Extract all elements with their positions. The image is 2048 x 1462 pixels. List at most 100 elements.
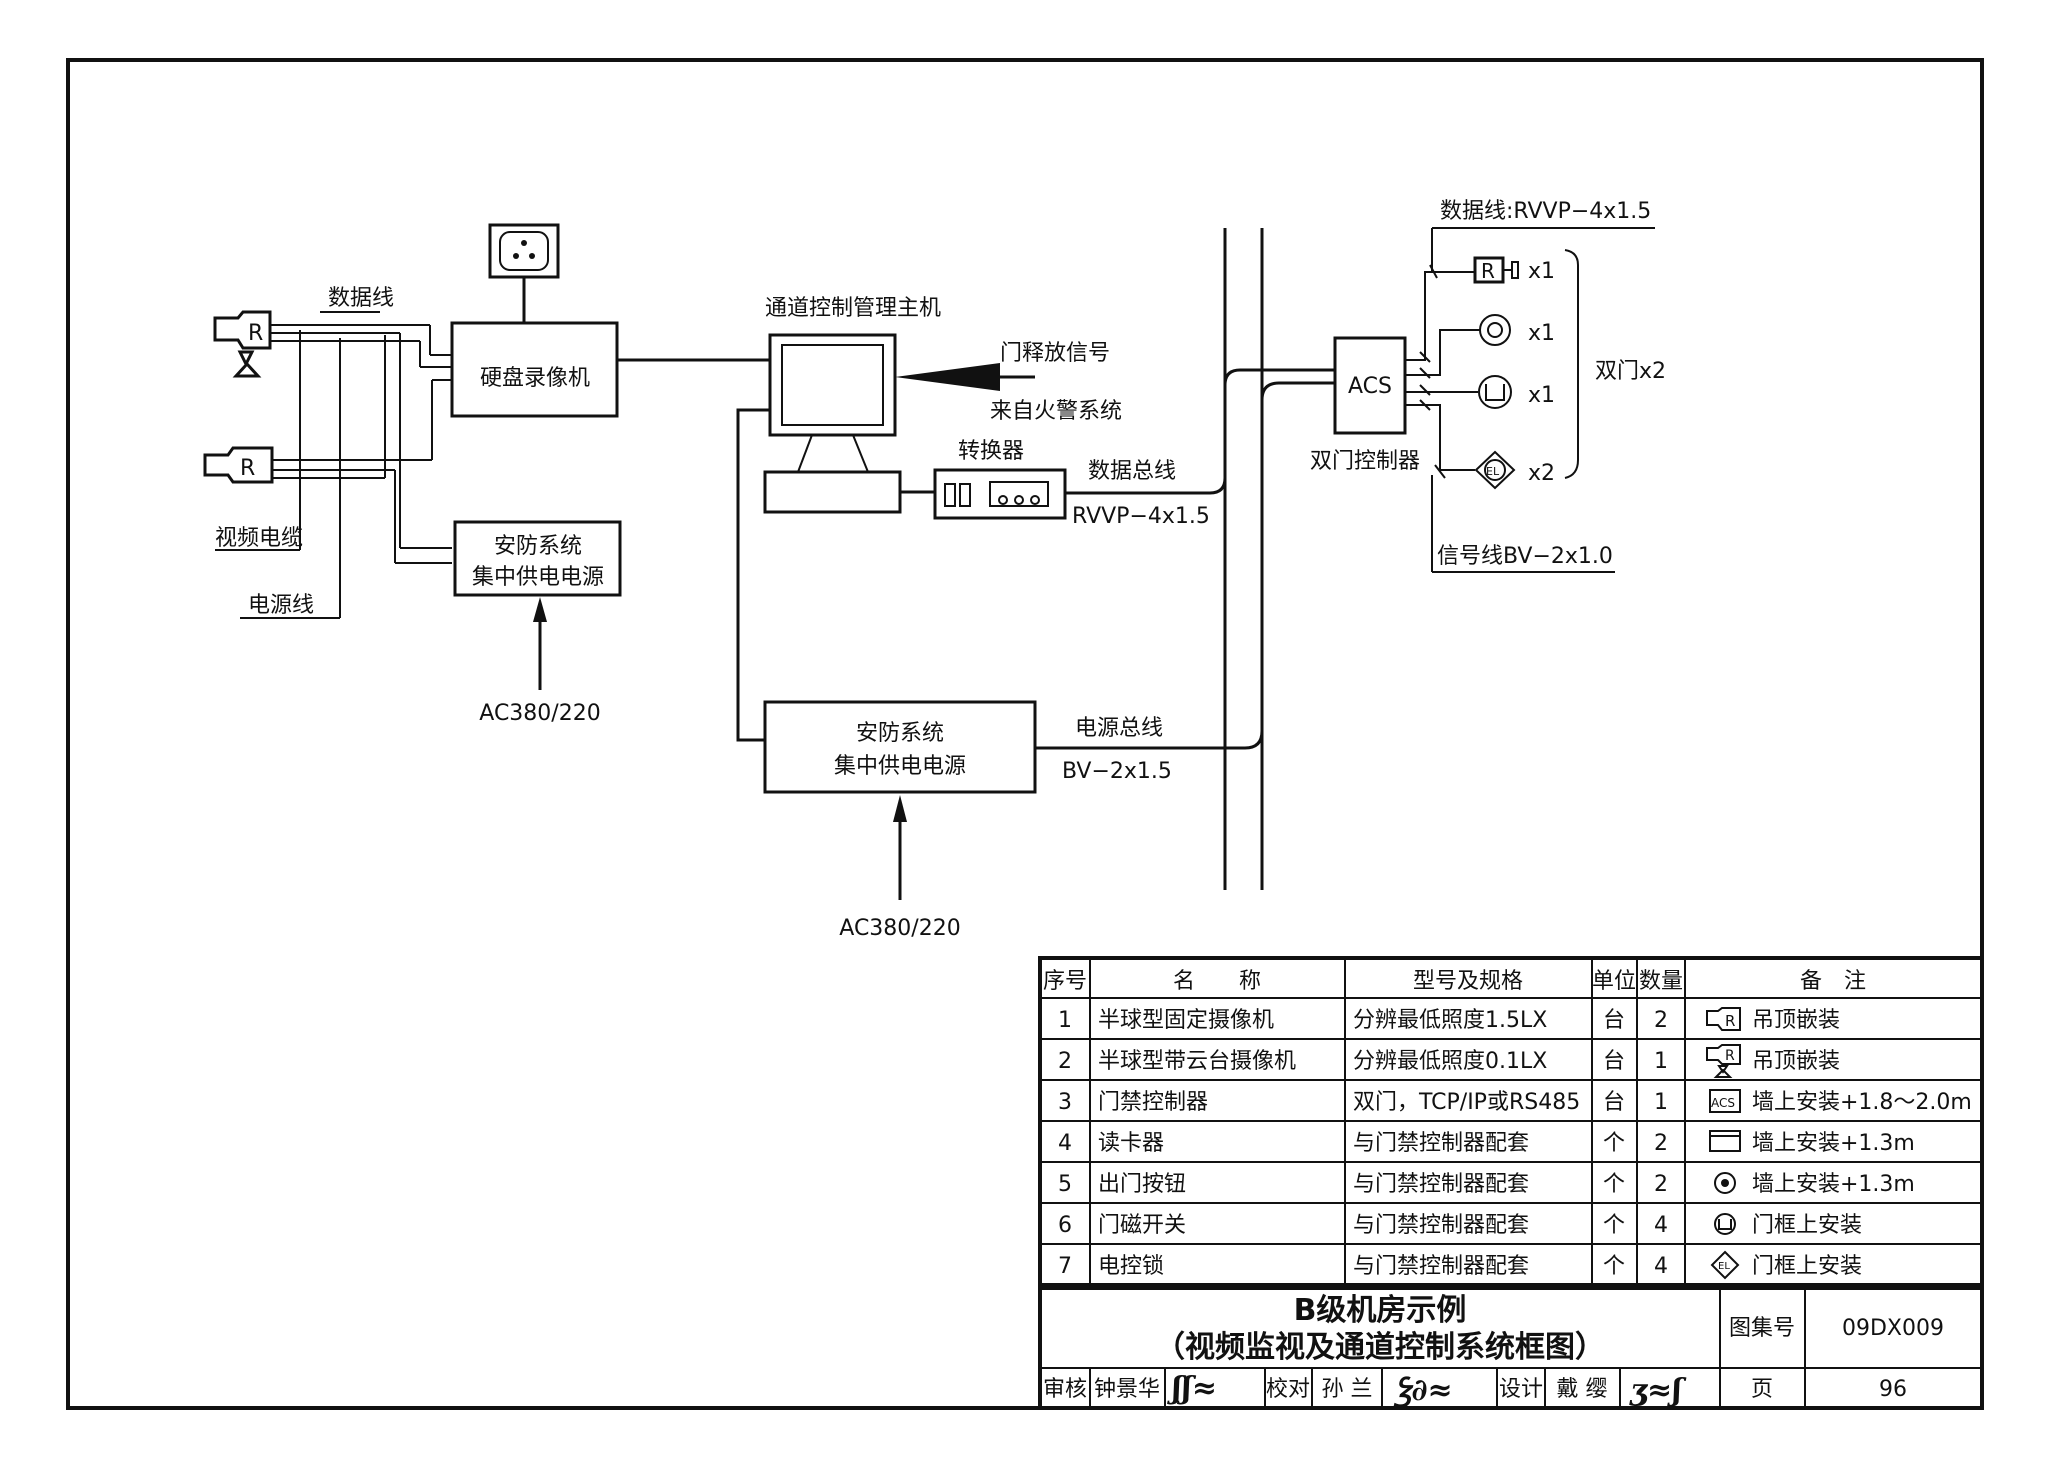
table-cell-qty: 1 xyxy=(1654,1090,1668,1115)
design-label: 设计 xyxy=(1499,1377,1543,1402)
ptz-camera-icon: R xyxy=(1706,1044,1741,1078)
table-cell-spec: 与门禁控制器配套 xyxy=(1353,1131,1529,1156)
table-cell-no: 7 xyxy=(1058,1254,1072,1279)
svg-text:ACS: ACS xyxy=(1711,1096,1735,1110)
table-cell-unit: 个 xyxy=(1603,1131,1625,1156)
table-cell-unit: 个 xyxy=(1603,1213,1625,1238)
fixed-camera-icon: R xyxy=(1706,1007,1741,1031)
table-header-spec: 型号及规格 xyxy=(1413,969,1523,994)
designer-name: 戴 缨 xyxy=(1557,1377,1608,1402)
monitor-icon xyxy=(488,223,560,323)
table-header-name: 名 称 xyxy=(1173,969,1261,994)
exit-button-icon xyxy=(1714,1172,1736,1194)
sheet-frame xyxy=(66,58,1984,1410)
table-cell-note: 墙上安装+1.3m xyxy=(1752,1172,1915,1197)
exit-button-symbol xyxy=(1479,314,1511,346)
converter-icon xyxy=(933,468,1067,520)
table-cell-no: 3 xyxy=(1058,1090,1072,1115)
reviewer-signature: ʃʃ≈ xyxy=(1167,1371,1217,1406)
table-cell-spec: 与门禁控制器配套 xyxy=(1353,1172,1529,1197)
psu-left-box xyxy=(453,520,622,597)
table-cell-note: 吊顶嵌装 xyxy=(1752,1049,1840,1074)
table-header-no: 序号 xyxy=(1043,969,1087,994)
title-block xyxy=(1038,1283,1984,1410)
atlas-no-value: 09DX009 xyxy=(1842,1316,1944,1341)
table-cell-name: 电控锁 xyxy=(1098,1254,1164,1279)
table-cell-qty: 1 xyxy=(1654,1049,1668,1074)
host-computer-icon xyxy=(763,333,902,514)
camera-1-label: R xyxy=(248,321,263,346)
qty-exit-button: x1 xyxy=(1528,321,1555,346)
door-release-label: 门释放信号 xyxy=(1000,341,1110,366)
psu-mid-box xyxy=(763,700,1037,794)
table-cell-unit: 台 xyxy=(1603,1049,1625,1074)
power-line-label: 电源线 xyxy=(248,593,314,618)
table-cell-unit: 台 xyxy=(1603,1090,1625,1115)
svg-text:R: R xyxy=(1725,1048,1735,1064)
camera-fixed-ptz: R xyxy=(213,310,272,378)
svg-text:EL: EL xyxy=(1718,1261,1730,1272)
acs-label: ACS xyxy=(1348,374,1392,399)
table-cell-name: 读卡器 xyxy=(1098,1131,1164,1156)
sheet-title-line2: （视频监视及通道控制系统框图） xyxy=(1155,1330,1605,1365)
data-bus-label: 数据总线 xyxy=(1088,459,1176,484)
checker-name: 孙 兰 xyxy=(1322,1377,1373,1402)
video-cable-label: 视频电缆 xyxy=(215,526,303,551)
page-label: 页 xyxy=(1751,1377,1773,1402)
table-cell-spec: 分辨最低照度1.5LX xyxy=(1353,1008,1547,1033)
acs-controller-icon: ACS xyxy=(1709,1089,1741,1113)
power-bus-label: 电源总线 xyxy=(1075,716,1163,741)
table-cell-unit: 个 xyxy=(1603,1254,1625,1279)
card-reader-symbol: R xyxy=(1473,256,1519,284)
data-line-spec-label: 数据线:RVVP−4x1.5 xyxy=(1440,199,1651,224)
double-door-label: 双门x2 xyxy=(1595,359,1666,384)
table-cell-note: 吊顶嵌装 xyxy=(1752,1008,1840,1033)
table-cell-qty: 2 xyxy=(1654,1008,1668,1033)
electric-lock-icon: EL xyxy=(1710,1250,1740,1280)
host-label: 通道控制管理主机 xyxy=(765,296,941,321)
camera-2-label: R xyxy=(240,456,255,481)
power-bus-spec: BV−2x1.5 xyxy=(1062,759,1172,784)
nvr-box xyxy=(450,321,619,418)
door-magnet-symbol xyxy=(1478,375,1512,409)
check-label: 校对 xyxy=(1266,1377,1310,1402)
atlas-no-label: 图集号 xyxy=(1729,1316,1795,1341)
table-cell-qty: 4 xyxy=(1654,1213,1668,1238)
qty-reader: x1 xyxy=(1528,259,1555,284)
qty-door-magnet: x1 xyxy=(1528,383,1555,408)
psu-mid-line2: 集中供电电源 xyxy=(834,754,966,779)
review-label: 审核 xyxy=(1043,1377,1087,1402)
reviewer-name: 钟景华 xyxy=(1094,1377,1160,1402)
dual-controller-label: 双门控制器 xyxy=(1310,449,1420,474)
table-cell-spec: 双门，TCP/IP或RS485 xyxy=(1353,1090,1580,1115)
electric-lock-symbol: EL xyxy=(1474,450,1516,490)
table-header-unit: 单位 xyxy=(1592,969,1636,994)
data-line-label: 数据线 xyxy=(328,286,394,311)
signal-line-label: 信号线BV−2x1.0 xyxy=(1437,544,1613,569)
table-cell-note: 门框上安装 xyxy=(1752,1254,1862,1279)
table-cell-qty: 2 xyxy=(1654,1131,1668,1156)
svg-text:EL: EL xyxy=(1486,465,1500,478)
table-cell-unit: 个 xyxy=(1603,1172,1625,1197)
table-cell-spec: 与门禁控制器配套 xyxy=(1353,1213,1529,1238)
nvr-label: 硬盘录像机 xyxy=(480,366,590,391)
table-cell-name: 门禁控制器 xyxy=(1098,1090,1208,1115)
table-cell-note: 门框上安装 xyxy=(1752,1213,1862,1238)
card-reader-icon xyxy=(1709,1130,1741,1152)
table-header-note: 备 注 xyxy=(1800,969,1866,994)
psu-left-line1: 安防系统 xyxy=(494,534,582,559)
table-cell-unit: 台 xyxy=(1603,1008,1625,1033)
table-cell-name: 门磁开关 xyxy=(1098,1213,1186,1238)
table-cell-note: 墙上安装+1.8～2.0m xyxy=(1752,1090,1972,1115)
data-bus-spec: RVVP−4x1.5 xyxy=(1072,504,1210,529)
psu-mid-line1: 安防系统 xyxy=(856,721,944,746)
table-cell-name: 出门按钮 xyxy=(1098,1172,1186,1197)
ac-mid-label: AC380/220 xyxy=(839,916,960,941)
table-cell-spec: 分辨最低照度0.1LX xyxy=(1353,1049,1547,1074)
svg-text:R: R xyxy=(1725,1012,1735,1030)
svg-text:R: R xyxy=(1481,259,1495,283)
fire-system-label: 来自火警系统 xyxy=(990,399,1122,424)
camera-fixed: R xyxy=(203,446,274,484)
designer-signature: ʒ≈ʃ xyxy=(1629,1373,1687,1408)
